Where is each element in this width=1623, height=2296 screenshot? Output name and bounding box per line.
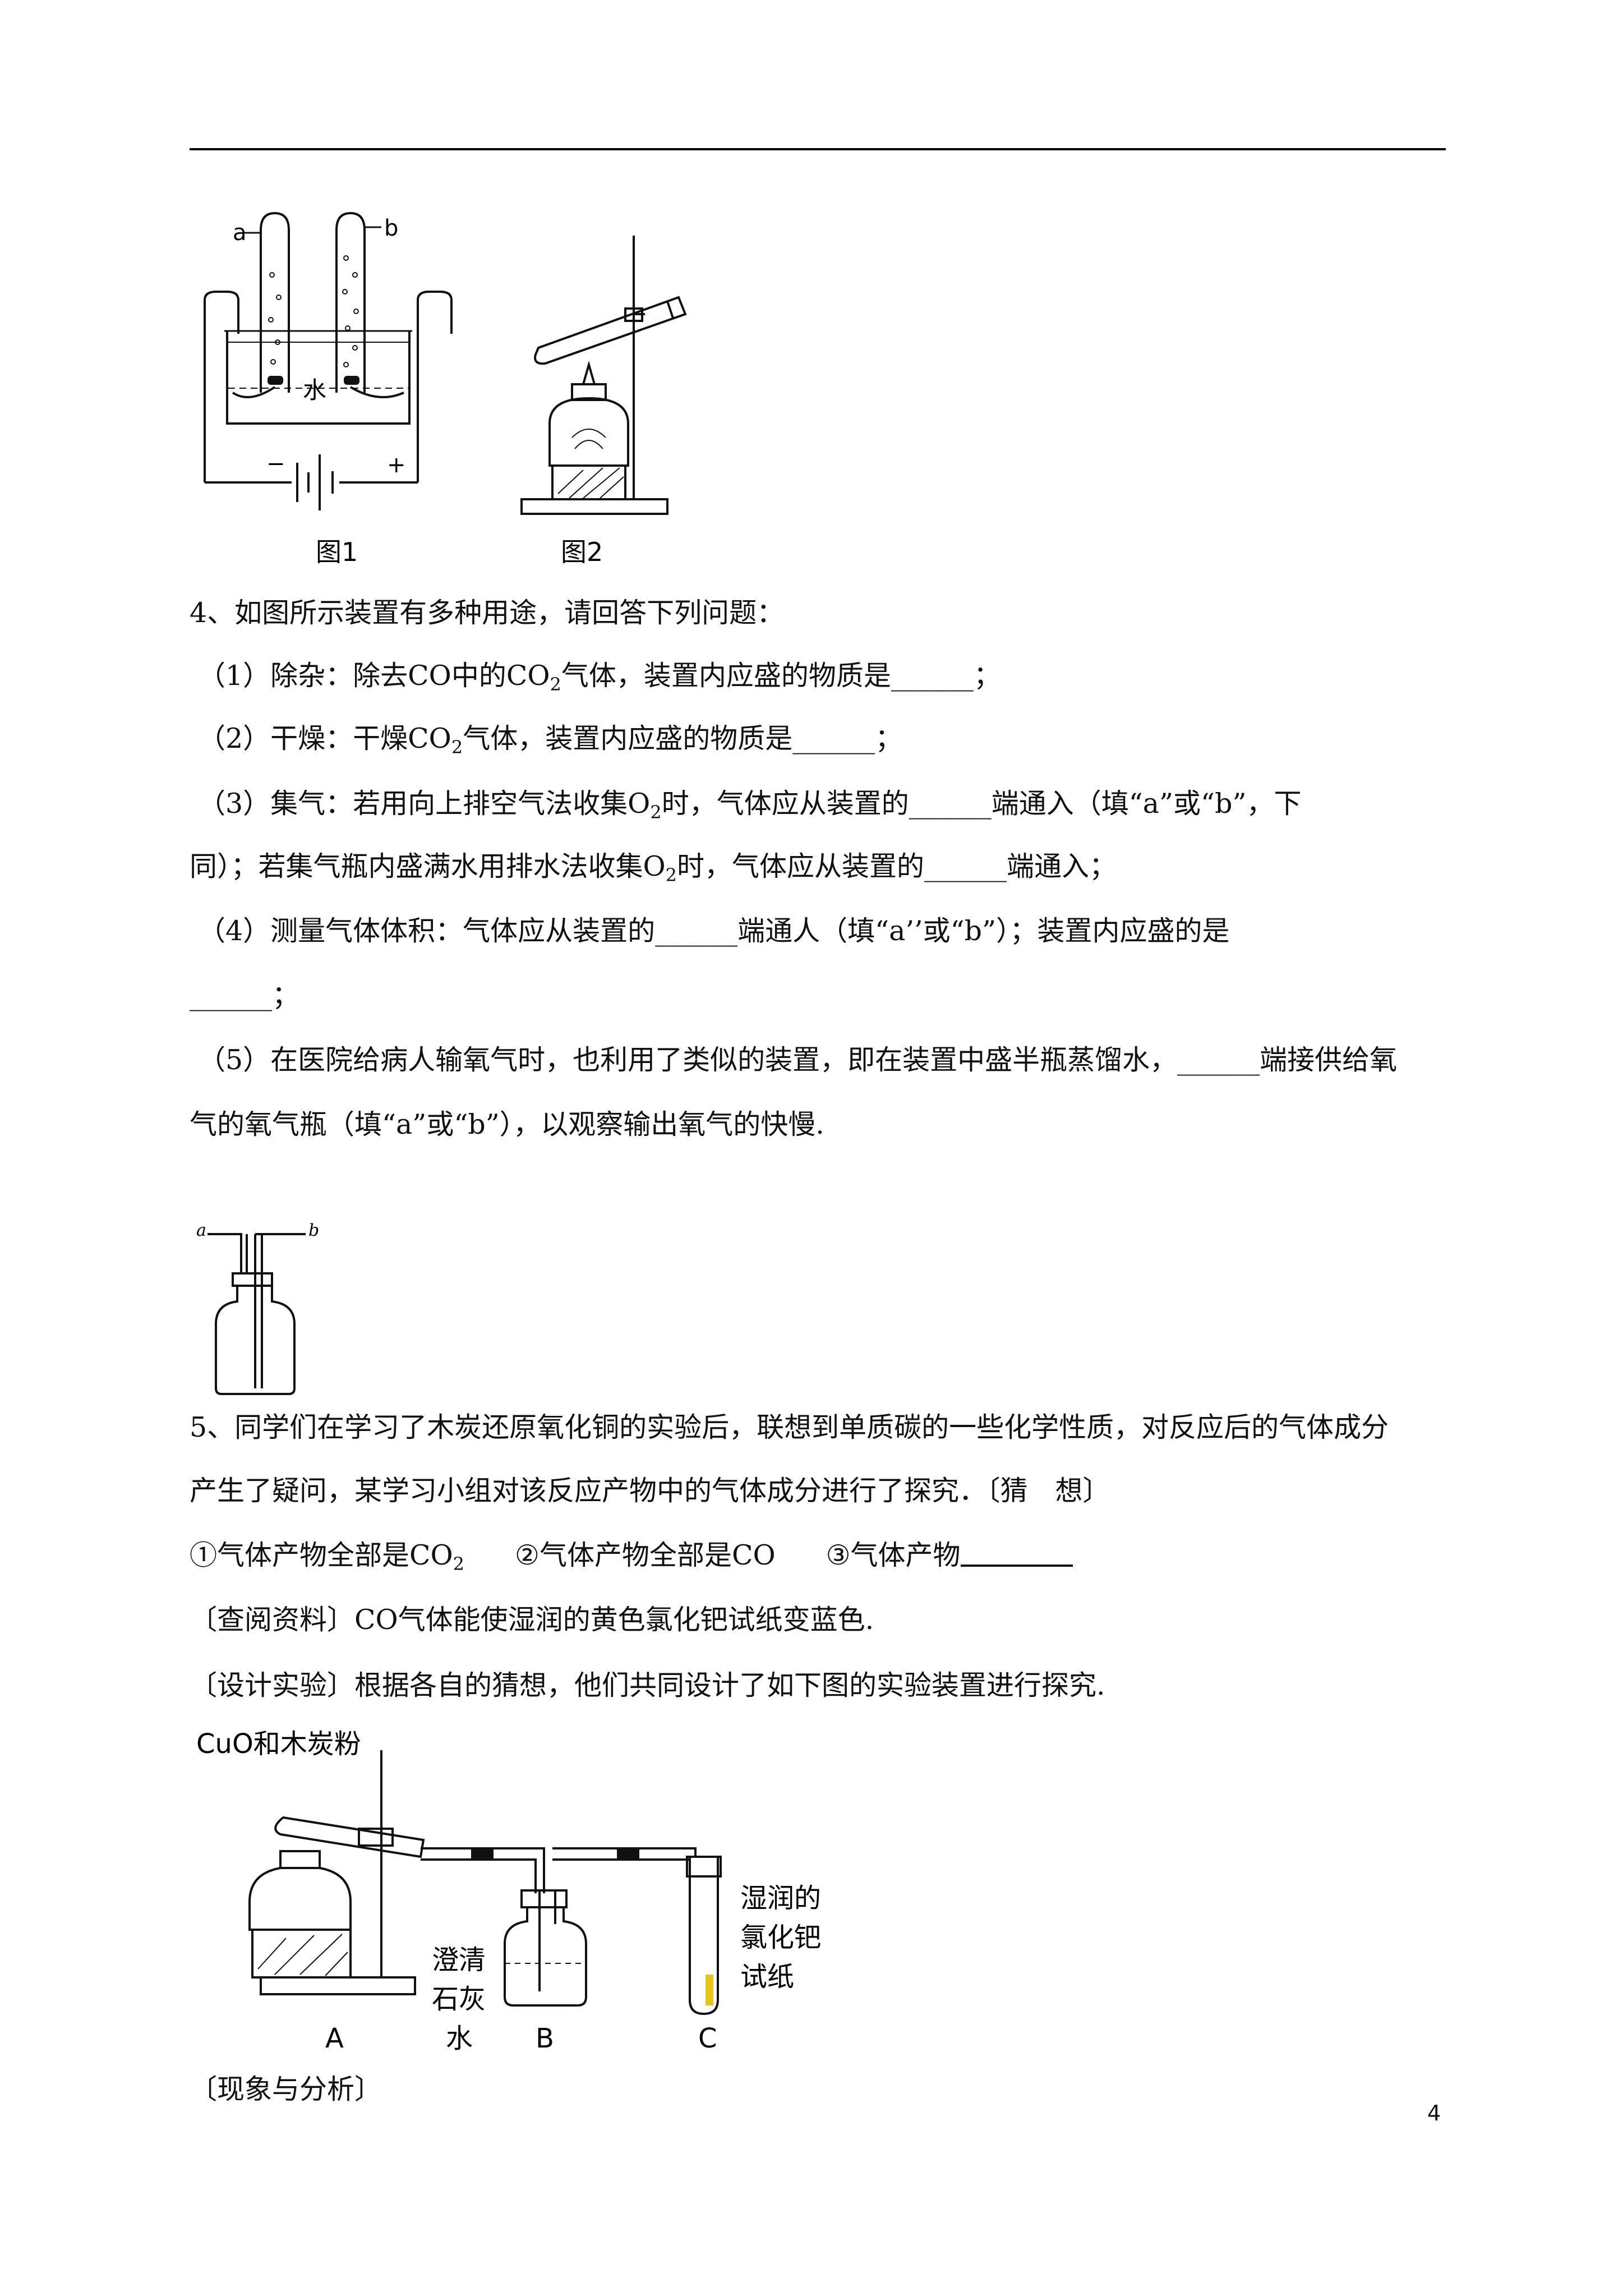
limewater-label-1: 澄清 [432, 1944, 486, 1976]
paper-label-2: 氯化钯 [740, 1922, 821, 1953]
limewater-label-2: 石灰 [432, 1984, 486, 2015]
limewater-label-3: 水 [446, 2023, 473, 2054]
figure-2-heating: 图2 [505, 230, 712, 572]
q5-analysis-heading: 〔现象与分析〕 [190, 2073, 382, 2105]
q5-design: 〔设计实验〕根据各自的猜想，他们共同设计了如下图的实验装置进行探究. [190, 1669, 1105, 1701]
fig1-caption: 图1 [316, 537, 358, 567]
bottle-label-b: b [308, 1221, 319, 1240]
page-number: 4 [1427, 2101, 1441, 2125]
q4-part4: （4）测量气体体积：气体应从装置的______端通人（填“a’’或“b”）；装置… [198, 915, 1230, 947]
apparatus-label-A: A [325, 2023, 344, 2054]
figure-experiment-apparatus: CuO和木炭粉 [191, 1722, 875, 2064]
fig1-label-b: b [384, 215, 398, 241]
q5-line1: 5、同学们在学习了木炭还原氧化铜的实验后，联想到单质碳的一些化学性质，对反应后的… [190, 1411, 1389, 1443]
bottle-label-a: a [196, 1221, 206, 1240]
q4-part4-continued: ______； [190, 979, 300, 1011]
paper-label-1: 湿润的 [740, 1883, 821, 1914]
q4-title: 4、如图所示装置有多种用途，请回答下列问题： [190, 597, 785, 629]
q5-info: 〔查阅资料〕CO气体能使湿润的黄色氯化钯试纸变蓝色. [190, 1604, 874, 1636]
answer-blank[interactable] [960, 1540, 1073, 1567]
q4-part2: （2）干燥：干燥CO2气体，装置内应盛的物质是______； [198, 723, 903, 758]
fig1-water-label: 水 [303, 376, 326, 404]
apparatus-label-C: C [698, 2023, 717, 2054]
apparatus-label-B: B [536, 2023, 554, 2054]
q4-part5-continued: 气的氧气瓶（填“a”或“b”），以观察输出氧气的快慢. [190, 1108, 824, 1140]
figure-1-electrolysis: a b 水 − + 图1 [193, 208, 457, 572]
q4-part3-continued: 同）；若集气瓶内盛满水用排水法收集O2时，气体应从装置的______端通入； [190, 850, 1117, 886]
paper-label-3: 试纸 [740, 1961, 794, 1993]
q4-part3: （3）集气：若用向上排空气法收集O2时，气体应从装置的______端通入（填“a… [198, 788, 1302, 823]
fig2-caption: 图2 [561, 537, 603, 567]
q5-line2: 产生了疑问，某学习小组对该反应产物中的气体成分进行了探究．〔猜 想〕 [190, 1475, 1110, 1507]
header-rule [190, 148, 1446, 150]
fig1-minus-label: − [266, 451, 285, 477]
fig1-label-a: a [233, 220, 247, 246]
apparatus-top-label: CuO和木炭粉 [196, 1728, 361, 1760]
figure-gas-washing-bottle: a b [193, 1220, 328, 1400]
q4-part1: （1）除杂：除去CO中的CO2气体，装置内应盛的物质是______； [198, 660, 1001, 695]
q4-part5: （5）在医院给病人输氧气时，也利用了类似的装置，即在装置中盛半瓶蒸馏水，____… [198, 1044, 1398, 1076]
fig1-plus-label: + [387, 452, 406, 478]
